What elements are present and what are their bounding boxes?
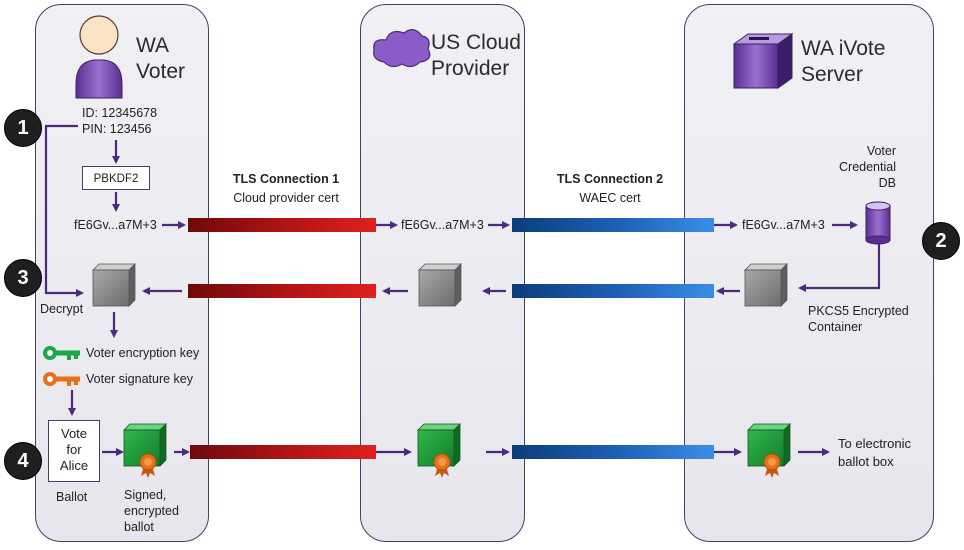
decrypt-cube (92, 263, 136, 307)
signature-key-label: Voter signature key (86, 372, 194, 386)
cloud-title-line2: Provider (431, 57, 510, 80)
tls1-pipe-row3 (190, 445, 376, 459)
pbkdf2-box: PBKDF2 (82, 166, 150, 190)
ballot-box: Vote for Alice (48, 420, 100, 482)
cloud-lane-title: US Cloud Provider (431, 30, 521, 82)
signed-label-line2: encrypted (124, 504, 179, 518)
cloud-icon (373, 29, 431, 68)
container-label: PKCS5 Encrypted Container (808, 304, 909, 335)
destination-line1: To electronic (838, 436, 911, 451)
voter-title-line2: Voter (136, 60, 186, 83)
step-3-marker: 3 (4, 259, 42, 297)
voter-lane-title: WA Voter (136, 33, 185, 85)
voter-title-line1: WA (136, 34, 170, 57)
tls2-pipe-row3 (512, 445, 714, 459)
server-lane-title: WA iVote Server (801, 36, 885, 88)
db-label-line2: Credential (839, 160, 896, 174)
server-title-line1: WA iVote (801, 37, 886, 60)
id-to-decrypt-arrow (44, 124, 84, 297)
container-label-line2: Container (808, 320, 863, 334)
hash-value-server: fE6Gv...a7M+3 (742, 218, 825, 232)
voter-id-text: ID: 12345678 (82, 106, 158, 120)
credential-db-label: Voter Credential DB (828, 144, 896, 191)
signed-label-line3: ballot (124, 520, 154, 534)
credential-db-icon (865, 201, 891, 245)
db-label-line1: Voter (866, 144, 896, 158)
signed-ballot-label: Signed, encrypted ballot (124, 488, 179, 535)
cloud-container-cube (418, 263, 462, 307)
cloud-title-line1: US Cloud (431, 31, 521, 54)
tls2-title: TLS Connection 2 (556, 172, 664, 186)
tls2-pipe-row1 (512, 218, 714, 232)
tls2-label: TLS Connection 2 WAEC cert (538, 172, 682, 206)
signed-label-line1: Signed, (124, 488, 167, 502)
ballot-caption: Ballot (56, 490, 88, 504)
encryption-key-icon (43, 346, 80, 360)
server-title-line2: Server (801, 63, 863, 86)
encryption-key-label: Voter encryption key (86, 346, 200, 360)
signature-key-icon (43, 372, 80, 386)
container-label-line1: PKCS5 Encrypted (808, 304, 909, 318)
hash-value-cloud: fE6Gv...a7M+3 (401, 218, 484, 232)
tls1-title: TLS Connection 1 (232, 172, 340, 186)
destination-line2: ballot box (838, 454, 894, 469)
cloud-signed-cube (417, 423, 461, 479)
step-4-marker: 4 (4, 442, 42, 480)
db-label-line3: DB (878, 176, 896, 190)
voter-person-icon (75, 15, 123, 99)
tls1-pipe-row2 (188, 284, 376, 298)
server-signed-cube (747, 423, 791, 479)
db-to-container-arrow (798, 244, 881, 292)
tls1-label: TLS Connection 1 Cloud provider cert (214, 172, 358, 206)
step-1-marker: 1 (4, 109, 42, 147)
voter-pin-text: PIN: 123456 (82, 122, 152, 136)
tls2-subtitle: WAEC cert (579, 191, 641, 205)
ballot-box-destination-label: To electronic ballot box (838, 436, 911, 469)
decrypt-label: Decrypt (40, 302, 84, 316)
ballot-box-icon (732, 33, 794, 89)
tls2-pipe-row2 (512, 284, 714, 298)
tls1-subtitle: Cloud provider cert (233, 191, 339, 205)
server-container-cube (744, 263, 788, 307)
tls1-pipe-row1 (188, 218, 376, 232)
hash-value-voter: fE6Gv...a7M+3 (74, 218, 157, 232)
signed-ballot-cube (123, 423, 167, 479)
step-2-marker: 2 (922, 222, 960, 260)
